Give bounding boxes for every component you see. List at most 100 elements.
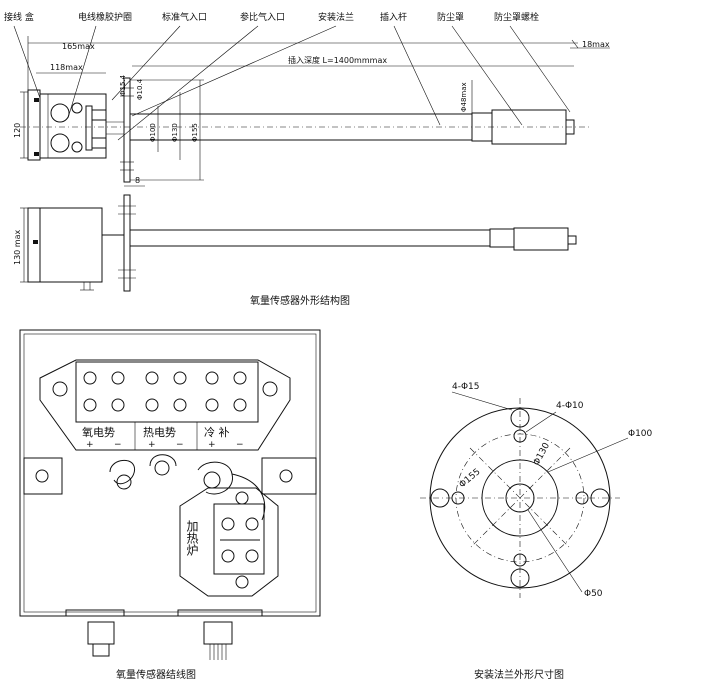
wiring-enclosure-inner xyxy=(23,333,317,613)
mount-screw-right xyxy=(262,381,278,397)
box-mark xyxy=(34,98,39,102)
label-holes-phi10: 4-Φ10 xyxy=(556,401,584,411)
box-terminal xyxy=(91,109,107,121)
dust-cover-bolt xyxy=(565,119,575,135)
heater-terminal xyxy=(245,517,259,531)
callout-insertion-rod: 插入杆 xyxy=(380,11,407,23)
sign-minus: − xyxy=(236,440,244,450)
sign-minus: − xyxy=(114,440,122,450)
wire-grommet xyxy=(203,471,221,489)
callout-mounting-flange: 安装法兰 xyxy=(318,11,354,23)
dim-phi155: Φ155 xyxy=(191,123,199,142)
side-dust-cover-bolt xyxy=(567,235,577,245)
label-holes-phi15: 4-Φ15 xyxy=(452,382,480,392)
boss-screw xyxy=(279,469,293,483)
cable-gland-left xyxy=(87,621,115,645)
wire-loop xyxy=(197,461,233,495)
label-thermo-emf: 热电势 xyxy=(143,426,176,439)
flange-caption: 安装法兰外形尺寸图 xyxy=(474,668,564,681)
dim-18max: 18max xyxy=(582,40,610,49)
bottom-gland-base xyxy=(177,609,263,617)
bolt-holes-small xyxy=(451,429,589,567)
bolt-holes-large xyxy=(430,408,610,588)
structure-caption: 氧量传感器外形结构图 xyxy=(250,294,350,307)
cable-gland-left-tail xyxy=(92,643,110,657)
label-cold-compensation: 冷 补 xyxy=(204,426,230,439)
side-box-flange xyxy=(27,207,41,283)
wire-loop xyxy=(149,454,177,467)
heater-block xyxy=(213,503,265,575)
gas-inlet-port xyxy=(71,141,83,153)
box-mark xyxy=(34,152,39,156)
dim-phi100: Φ100 xyxy=(149,123,157,142)
dim-120: 120 xyxy=(13,123,22,138)
terminal-block-outline xyxy=(39,359,291,451)
junction-box xyxy=(39,93,107,159)
wiring-caption: 氧量传感器结线图 xyxy=(116,668,196,681)
leader-line xyxy=(131,25,337,117)
leader-line xyxy=(111,25,181,101)
box-mark xyxy=(33,240,38,244)
dim-165max: 165max xyxy=(62,42,95,51)
sign-plus: + xyxy=(148,440,156,450)
label-heater: 加热炉 xyxy=(185,520,199,557)
side-junction-box xyxy=(39,207,103,283)
sign-plus: + xyxy=(208,440,216,450)
leader-line xyxy=(525,411,557,433)
leader-line xyxy=(451,25,523,126)
structure-drawing: 接线 盒 电线橡胶护圈 标准气入口 参比气入口 安装法兰 插入杆 防尘罩 防尘罩… xyxy=(4,11,610,307)
dim-118max: 118max xyxy=(50,63,83,72)
dim-phi130: Φ130 xyxy=(171,123,179,142)
leader-line xyxy=(547,437,629,473)
label-phi130: Φ130 xyxy=(532,441,552,467)
leader-line xyxy=(117,25,259,141)
mount-screw-left xyxy=(52,381,68,397)
callout-standard-gas-inlet: 标准气入口 xyxy=(162,11,207,23)
side-dust-cover xyxy=(513,227,569,251)
wire-grommet xyxy=(116,474,132,490)
dim-phi48: Φ48max xyxy=(460,82,468,112)
cable-gland-right-teeth xyxy=(209,644,227,660)
dim-phi15: Φ15.4 xyxy=(119,74,127,96)
mount-screw-top xyxy=(235,491,249,505)
heater-terminal xyxy=(221,517,235,531)
label-phi50: Φ50 xyxy=(584,589,603,599)
boss-screw xyxy=(35,469,49,483)
sign-plus: + xyxy=(86,440,94,450)
box-terminal xyxy=(91,137,107,149)
label-phi155: Φ155 xyxy=(458,467,483,490)
side-insertion-rod xyxy=(129,229,491,247)
dim-insertion-depth: 插入深度 L=1400mmmax xyxy=(288,55,387,65)
dim-line xyxy=(571,39,579,49)
gas-inlet-port xyxy=(71,102,83,114)
box-plate xyxy=(85,105,93,151)
leader-line xyxy=(451,391,513,411)
dim-8: 8 xyxy=(135,176,140,185)
cable-grommet-upper xyxy=(50,103,70,123)
wiring-enclosure xyxy=(19,329,321,617)
terminal-block xyxy=(75,361,259,423)
callout-dust-cover: 防尘罩 xyxy=(437,11,464,23)
dim-130max: 130 max xyxy=(13,229,22,265)
flange-drawing: 4-Φ15 4-Φ10 Φ100 Φ130 Φ155 Φ50 安装法兰外形尺寸图 xyxy=(420,382,653,681)
side-boss-left xyxy=(23,457,63,495)
leader-line xyxy=(527,509,583,593)
label-oxygen-emf: 氧电势 xyxy=(82,425,115,439)
terminal-screws xyxy=(83,371,247,412)
heater-terminal xyxy=(245,549,259,563)
leader-line xyxy=(67,25,97,119)
wiring-diagram: 氧电势 热电势 冷 补 + − + − + − 加热炉 xyxy=(19,329,321,681)
side-flange xyxy=(123,194,131,292)
sign-minus: − xyxy=(176,440,184,450)
leader-line xyxy=(393,25,441,126)
label-phi100: Φ100 xyxy=(628,429,653,439)
wire-grommet xyxy=(154,460,170,476)
side-collar xyxy=(489,228,515,248)
callout-cable-grommet: 电线橡胶护圈 xyxy=(78,11,132,23)
side-boss-right xyxy=(261,457,317,495)
mount-screw-bottom xyxy=(235,575,249,589)
callout-dust-cover-bolt: 防尘罩螺栓 xyxy=(494,11,539,23)
callout-junction-box: 接线 盒 xyxy=(4,11,34,23)
bottom-gland-base xyxy=(65,609,125,617)
